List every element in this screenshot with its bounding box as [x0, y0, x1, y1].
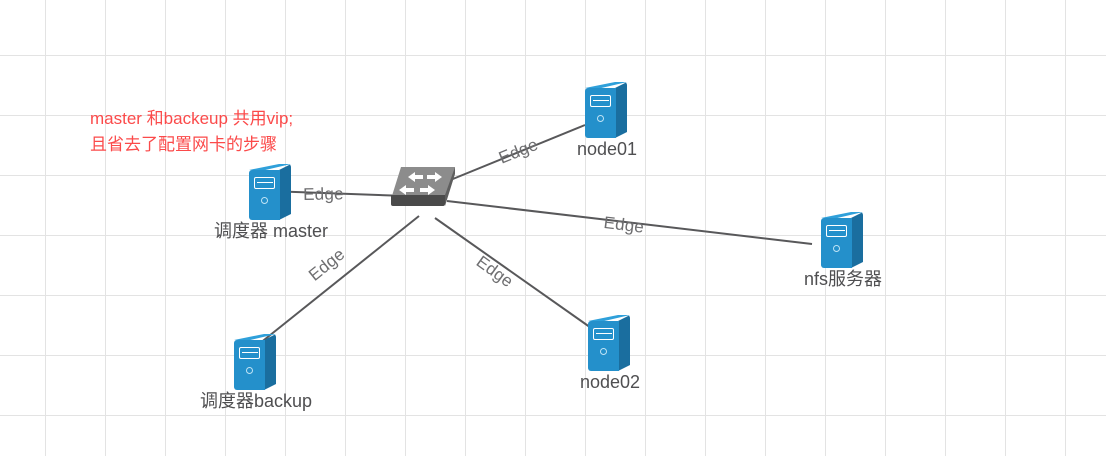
server-side-face — [618, 315, 631, 371]
switch-top-face — [391, 167, 455, 199]
server-tower-icon[interactable] — [249, 164, 293, 220]
vip-note-line2: 且省去了配置网卡的步骤 — [90, 134, 277, 154]
node-label-master: 调度器 master — [214, 221, 329, 241]
server-top-face — [588, 315, 631, 322]
node-label-node01: node01 — [577, 139, 638, 159]
server-drive-bay-icon — [239, 347, 261, 359]
vip-note-line1: master 和backeup 共用vip; — [90, 109, 294, 128]
server-top-face — [585, 82, 628, 89]
edge-label-nfs: Edge — [602, 213, 646, 237]
server-power-led-icon — [833, 245, 840, 252]
node-label-backup: 调度器backup — [200, 391, 313, 411]
server-tower-icon[interactable] — [585, 82, 629, 138]
server-drive-bay-icon — [590, 95, 612, 107]
server-tower-icon[interactable] — [588, 315, 632, 371]
server-tower-icon[interactable] — [821, 212, 865, 268]
server-top-face — [234, 334, 277, 341]
vip-note: master 和backeup 共用vip; 且省去了配置网卡的步骤 — [90, 106, 293, 157]
node-switch[interactable] — [391, 167, 455, 213]
server-side-face — [279, 164, 291, 220]
node-label-node02: node02 — [580, 372, 641, 392]
node-nfs[interactable]: nfs服务器 — [804, 212, 882, 290]
switch-right-face — [445, 167, 455, 206]
network-switch-icon[interactable] — [391, 167, 455, 213]
server-side-face — [264, 334, 277, 390]
edge-label-node02: Edge — [472, 252, 517, 292]
server-top-face — [249, 164, 291, 171]
server-power-led-icon — [246, 367, 254, 374]
edge-label-backup: Edge — [305, 244, 349, 285]
node-node01[interactable]: node01 — [577, 82, 637, 160]
server-drive-bay-icon — [826, 225, 847, 237]
node-master[interactable]: 调度器 master — [214, 164, 328, 242]
server-side-face — [615, 82, 628, 138]
server-tower-icon[interactable] — [234, 334, 278, 390]
node-label-nfs: nfs服务器 — [804, 269, 883, 289]
node-node02[interactable]: node02 — [580, 315, 640, 393]
switch-arrow-glyphs — [399, 172, 442, 195]
server-top-face — [821, 212, 863, 219]
node-backup[interactable]: 调度器backup — [200, 334, 312, 412]
server-side-face — [851, 212, 863, 268]
server-power-led-icon — [600, 348, 608, 355]
server-power-led-icon — [261, 197, 268, 204]
switch-front-face — [391, 195, 445, 206]
server-drive-bay-icon — [593, 328, 615, 340]
edge-label-node01: Edge — [496, 134, 541, 168]
server-drive-bay-icon — [254, 177, 275, 189]
server-power-led-icon — [597, 115, 605, 122]
